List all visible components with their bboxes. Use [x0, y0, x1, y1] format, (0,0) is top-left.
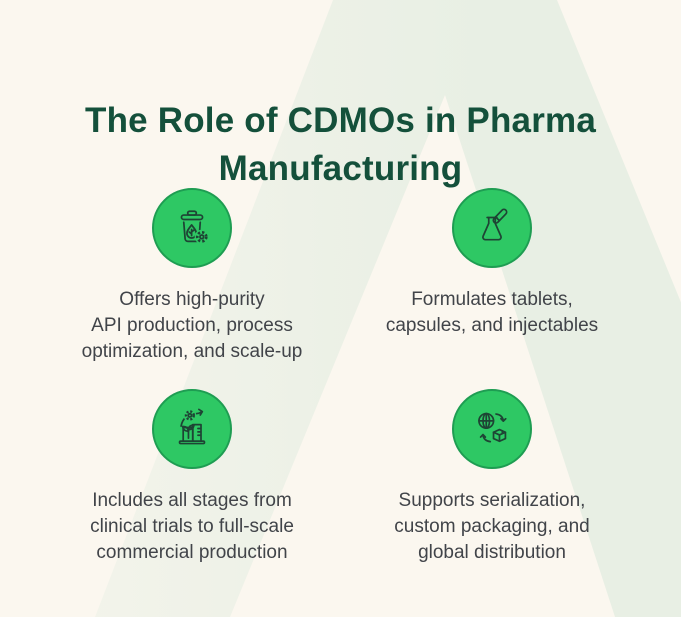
flask-test-tube-icon: [482, 208, 508, 241]
row-bottom: Includes all stages from clinical trials…: [42, 389, 642, 585]
icon-badge: [152, 188, 232, 268]
item-description: Offers high-purity API production, proce…: [81, 289, 303, 363]
info-item-formulation: Formulates tablets, capsules, and inject…: [342, 188, 642, 384]
info-item-api-production: Offers high-purity API production, proce…: [42, 188, 342, 384]
icon-badge: [452, 188, 532, 268]
row-top: Offers high-purity API production, proce…: [42, 188, 642, 384]
page-title: The Role of CDMOs in Pharma Manufacturin…: [84, 101, 597, 188]
item-description: Formulates tablets, capsules, and inject…: [385, 289, 599, 337]
item-description: Includes all stages from clinical trials…: [90, 490, 294, 564]
icon-badge: [152, 389, 232, 469]
globe-package-cycle-icon: [478, 412, 507, 443]
factory-plant-growth-icon: [178, 408, 206, 445]
info-item-distribution: Supports serialization, custom packaging…: [342, 389, 642, 585]
item-description: Supports serialization, custom packaging…: [394, 490, 590, 564]
info-item-full-scale-production: Includes all stages from clinical trials…: [42, 389, 342, 585]
bin-leaf-gear-icon: [180, 210, 209, 244]
icon-badge: [452, 389, 532, 469]
